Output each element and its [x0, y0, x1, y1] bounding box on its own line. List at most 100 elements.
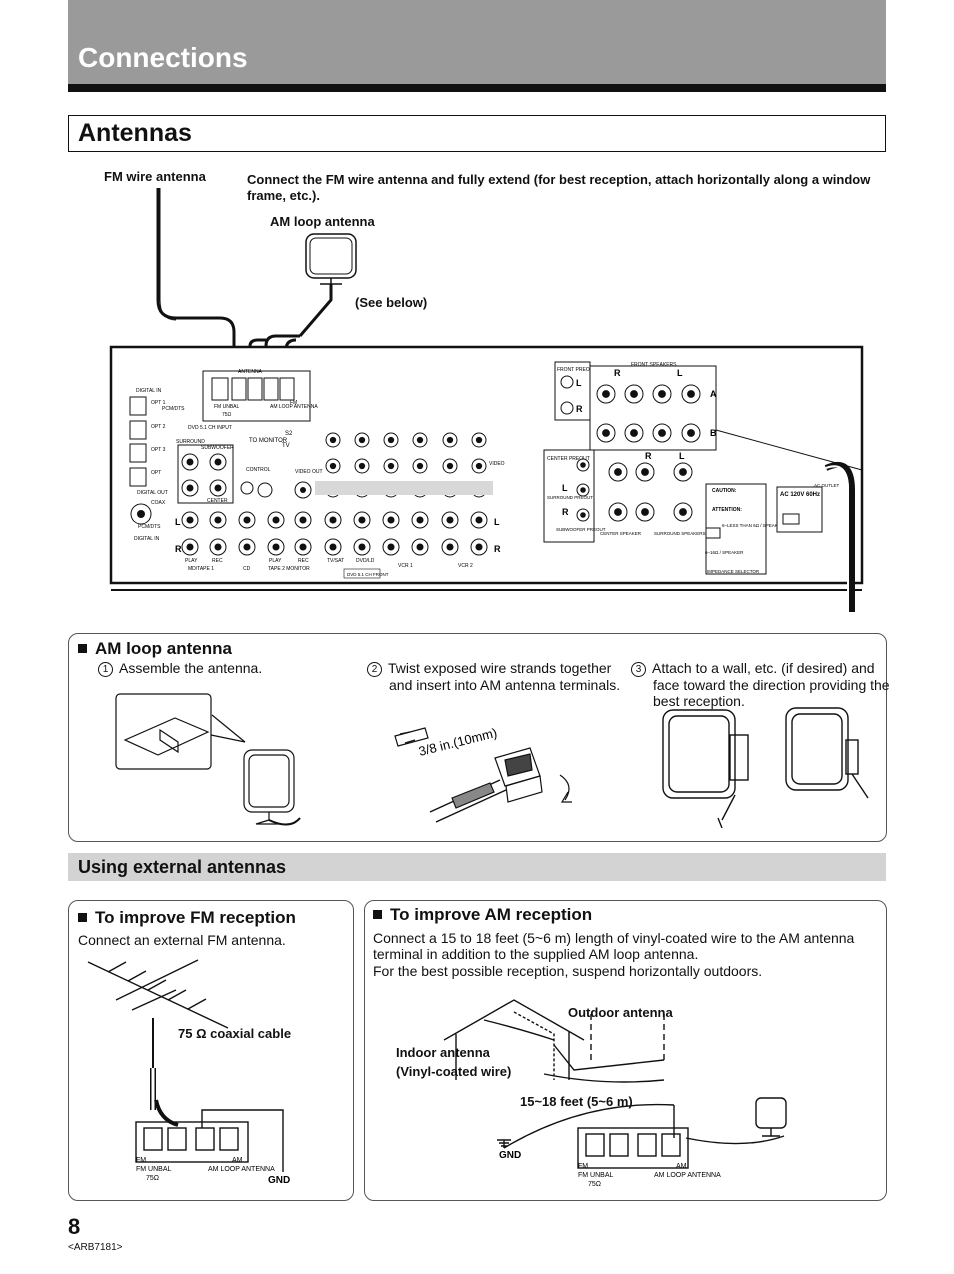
svg-text:L: L [494, 517, 500, 527]
center-preout-jack-pin [580, 462, 586, 468]
svg-text:OPT 2: OPT 2 [151, 424, 166, 430]
svg-text:FM: FM [578, 1163, 588, 1170]
s-video-jack-pin [387, 436, 395, 444]
svg-text:OPT 1: OPT 1 [151, 400, 166, 406]
svg-text:A: A [710, 389, 717, 399]
speaker-terminal-upper-pin [641, 468, 649, 476]
am-reception-heading-text: To improve AM reception [390, 905, 593, 924]
svg-text:FRONT PREOUT: FRONT PREOUT [557, 367, 596, 373]
am-reception-heading: To improve AM reception [373, 905, 592, 925]
svg-text:MD/TAPE 1: MD/TAPE 1 [188, 566, 214, 572]
fm-reception-box [68, 900, 354, 1201]
svg-text:75Ω: 75Ω [222, 412, 232, 418]
am-step-3: 3 Attach to a wall, etc. (if desired) and… [631, 660, 899, 709]
svg-text:L: L [677, 368, 683, 378]
step-3-number: 3 [631, 662, 646, 677]
audio-jack-r-pin [299, 543, 307, 551]
header-rule [68, 84, 886, 92]
svg-text:ATTENTION:: ATTENTION: [712, 507, 742, 513]
am-assembly-illustrations: 3/8 in.(10mm) [115, 693, 869, 829]
svg-text:R: R [494, 544, 501, 554]
fm-antenna-diagram: FM FM UNBAL 75Ω AM LOOP ANTENNA AM GND [87, 959, 290, 1186]
svg-text:6–LESS THAN 6Ω / SPEAKER: 6–LESS THAN 6Ω / SPEAKER [722, 523, 785, 528]
svg-text:GND: GND [268, 1175, 290, 1186]
surround-preout-r-jack-pin [580, 512, 586, 518]
svg-text:ANTENNA: ANTENNA [238, 369, 263, 375]
step-1-text: Assemble the antenna. [119, 660, 263, 676]
video-in-jack-pin [329, 462, 337, 470]
audio-jack-r-pin [446, 543, 454, 551]
svg-text:FM UNBAL: FM UNBAL [214, 404, 240, 410]
am-loop-heading-text: AM loop antenna [95, 639, 232, 658]
svg-text:TV/SAT: TV/SAT [327, 558, 344, 564]
am-reception-box [364, 900, 887, 1201]
step-3-text: Attach to a wall, etc. (if desired) and … [652, 660, 890, 709]
svg-text:VIDEO: VIDEO [489, 461, 505, 467]
svg-text:L: L [679, 451, 685, 461]
video-in-jack-pin [475, 462, 483, 470]
speaker-terminal-b-pin [658, 429, 666, 437]
page-number: 8 [68, 1214, 81, 1239]
svg-text:SURROUND SPEAKERS: SURROUND SPEAKERS [654, 531, 706, 536]
speaker-terminal-a-pin [602, 390, 610, 398]
audio-jack-l-pin [272, 516, 280, 524]
svg-text:DIGITAL IN: DIGITAL IN [136, 388, 162, 394]
svg-text:75Ω: 75Ω [146, 1175, 159, 1182]
speaker-terminal-lower-pin [614, 508, 622, 516]
svg-text:TO MONITOR: TO MONITOR [249, 438, 288, 444]
svg-text:DIGITAL OUT: DIGITAL OUT [137, 490, 168, 496]
s-video-jack-pin [416, 436, 424, 444]
svg-text:CENTER: CENTER [207, 498, 228, 504]
audio-jack-l-pin [475, 516, 483, 524]
header-bar [68, 0, 886, 84]
svg-text:L: L [175, 517, 181, 527]
step-2-text: Twist exposed wire strands together and … [388, 660, 621, 693]
svg-text:AC 120V 60Hz: AC 120V 60Hz [780, 492, 820, 498]
wire-strip-length-label: 3/8 in.(10mm) [417, 725, 498, 759]
square-bullet-icon [78, 644, 87, 653]
fm-reception-heading-text: To improve FM reception [95, 908, 296, 927]
audio-jack-l-pin [329, 516, 337, 524]
svg-text:DIGITAL IN: DIGITAL IN [134, 536, 160, 542]
audio-jack-l-pin [358, 516, 366, 524]
svg-text:R: R [175, 544, 182, 554]
speaker-terminal-b-pin [687, 429, 695, 437]
svg-text:TAPE 2 MONITOR: TAPE 2 MONITOR [268, 566, 310, 572]
svg-text:DVD/LD: DVD/LD [356, 558, 375, 564]
indoor-wire-label: (Vinyl-coated wire) [396, 1064, 512, 1079]
s-video-jack-pin [446, 436, 454, 444]
svg-text:AM LOOP ANTENNA: AM LOOP ANTENNA [654, 1172, 721, 1179]
svg-text:OPT 3: OPT 3 [151, 447, 166, 453]
audio-jack-r-pin [272, 543, 280, 551]
am-reception-text: Connect a 15 to 18 feet (5~6 m) length o… [373, 930, 855, 962]
svg-text:AC OUTLET: AC OUTLET [814, 483, 840, 488]
audio-jack-l-pin [186, 516, 194, 524]
fm-instruction: Connect the FM wire antenna and fully ex… [247, 172, 871, 203]
svg-text:SUBWOOFER PREOUT: SUBWOOFER PREOUT [556, 527, 606, 532]
assembly-step2-drawing [394, 727, 572, 823]
svg-text:SUBWOOFER: SUBWOOFER [201, 445, 234, 451]
svg-text:CONTROL: CONTROL [246, 467, 271, 473]
audio-jack-l-pin [387, 516, 395, 524]
svg-text:SURROUND: SURROUND [176, 439, 205, 445]
am-outdoor-diagram: GND FM FM UNBAL 75Ω AM LOOP ANTENNA AM [443, 999, 787, 1188]
speaker-terminal-b-pin [602, 429, 610, 437]
svg-text:DVD 5.1 CH FRONT: DVD 5.1 CH FRONT [347, 572, 389, 577]
svg-text:OPT: OPT [151, 470, 161, 476]
svg-text:REC: REC [212, 558, 223, 564]
svg-text:COAX: COAX [151, 500, 166, 506]
svg-text:DVD 5.1 CH INPUT: DVD 5.1 CH INPUT [188, 425, 232, 431]
audio-jack-r-pin [329, 543, 337, 551]
step-2-number: 2 [367, 662, 382, 677]
s-video-jack-pin [358, 436, 366, 444]
svg-text:TV: TV [282, 443, 290, 449]
svg-text:R: R [645, 451, 652, 461]
speaker-terminal-a-pin [630, 390, 638, 398]
audio-jack-r-pin [416, 543, 424, 551]
svg-text:FM UNBAL: FM UNBAL [578, 1172, 614, 1179]
assembly-step1-drawing [115, 693, 301, 826]
audio-jack-r-pin [243, 543, 251, 551]
speaker-terminal-upper-pin [679, 468, 687, 476]
external-antennas-band [68, 853, 886, 881]
